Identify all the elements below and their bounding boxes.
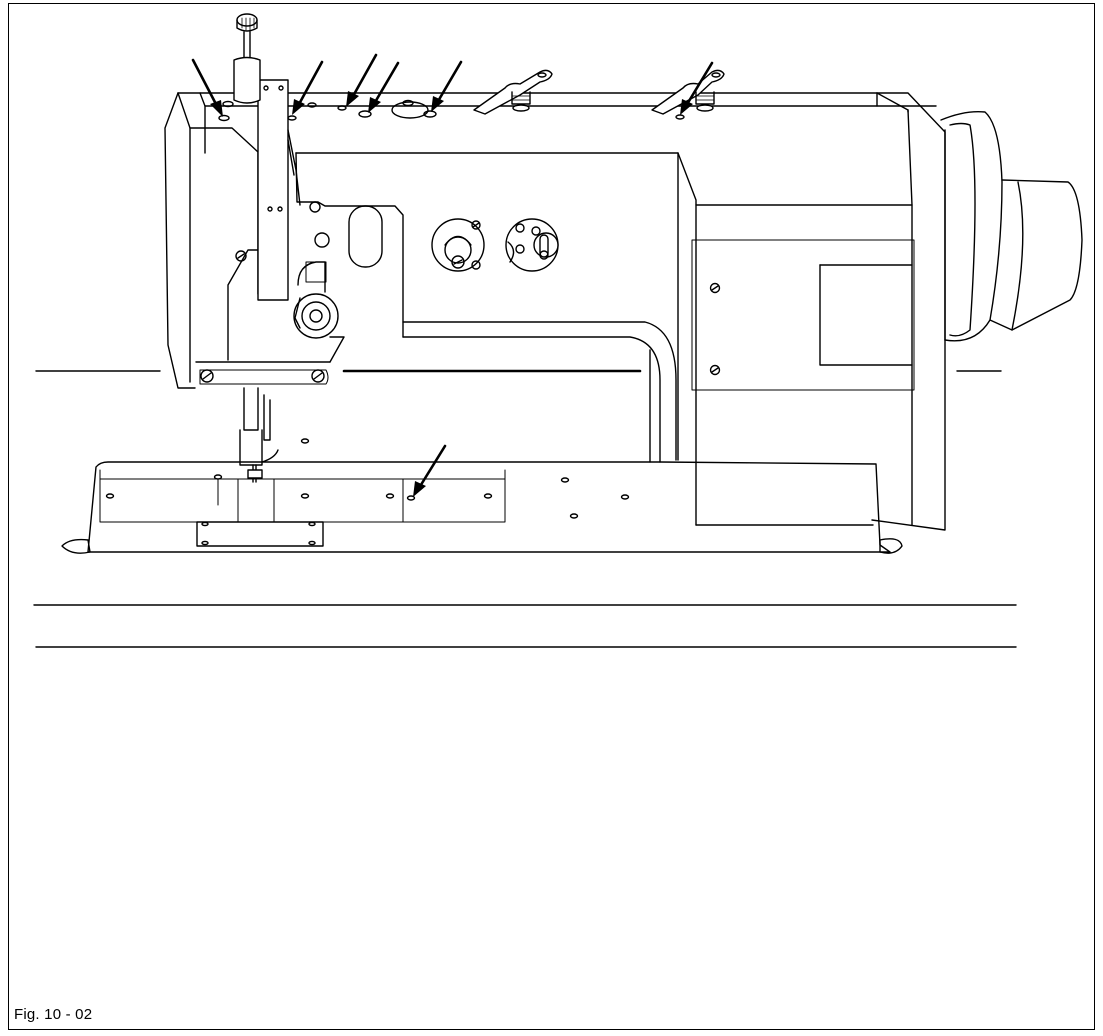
oil-holes [218,99,685,122]
table-lines [33,370,1017,648]
top-levers [473,69,725,115]
machine-bed [61,438,903,554]
thread-guide-bar [257,79,301,301]
figure-caption: Fig. 10 - 02 [14,1006,93,1023]
indicator-arrows [191,53,714,497]
figure-frame [8,3,1095,1030]
machine-arm [177,92,946,531]
top-thread-stand [233,13,261,104]
winder-and-presser [239,261,339,483]
thread-tension-units [431,218,559,272]
handwheel [940,110,1083,342]
